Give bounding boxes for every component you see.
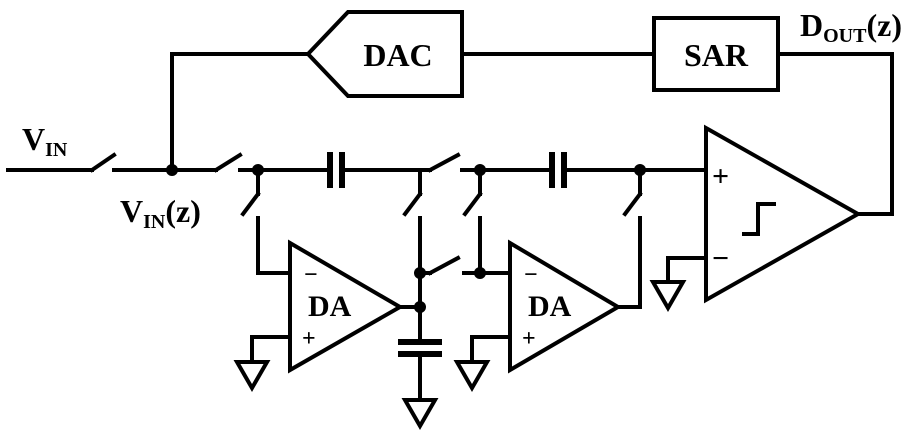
da2-minus-sign: −: [524, 262, 538, 288]
da1-plus-sign: +: [302, 326, 316, 352]
vinz-label: VIN(z): [120, 193, 201, 233]
da1-minus-sign: −: [304, 262, 318, 288]
vertical-switch-3: [462, 168, 512, 275]
cross-switch: [418, 255, 482, 276]
cross-node-dot-right: [474, 267, 486, 279]
comparator: + −: [704, 124, 863, 304]
da-amplifier-1: − + DA: [288, 239, 405, 374]
middle-switch: [408, 152, 482, 173]
series-capacitor-1: [256, 152, 412, 188]
da2-label: DA: [528, 290, 572, 323]
vin-label: VIN: [22, 121, 68, 161]
comparator-plus-sign: +: [712, 160, 729, 193]
dac-feedback-wire: [170, 52, 310, 172]
cross-node-dot-left: [414, 267, 426, 279]
dac-label: DAC: [363, 37, 432, 73]
vertical-switch-4: [616, 168, 643, 309]
da1-output-dot: [414, 301, 426, 313]
comparator-output-wire: [776, 52, 894, 216]
sar-block: SAR: [652, 16, 780, 92]
vertical-switch-2: [402, 168, 423, 342]
da1-label: DA: [308, 290, 352, 323]
dac-block: DAC: [305, 10, 464, 98]
vertical-switch-1: [240, 168, 292, 275]
input-wire: [6, 152, 174, 173]
sar-label: SAR: [684, 37, 749, 73]
dout-label: DOUT(z): [800, 7, 902, 47]
comparator-ground: [649, 256, 708, 313]
series-capacitor-2: [478, 152, 642, 188]
da2-ground: [453, 335, 512, 393]
comparator-minus-sign: −: [712, 242, 729, 275]
da1-ground: [233, 335, 292, 393]
da-amplifier-2: − + DA: [508, 239, 622, 374]
hold-capacitor: [398, 339, 442, 431]
da2-plus-sign: +: [522, 326, 536, 352]
sampling-switch: [170, 152, 260, 173]
comparator-step-icon: [742, 202, 776, 236]
